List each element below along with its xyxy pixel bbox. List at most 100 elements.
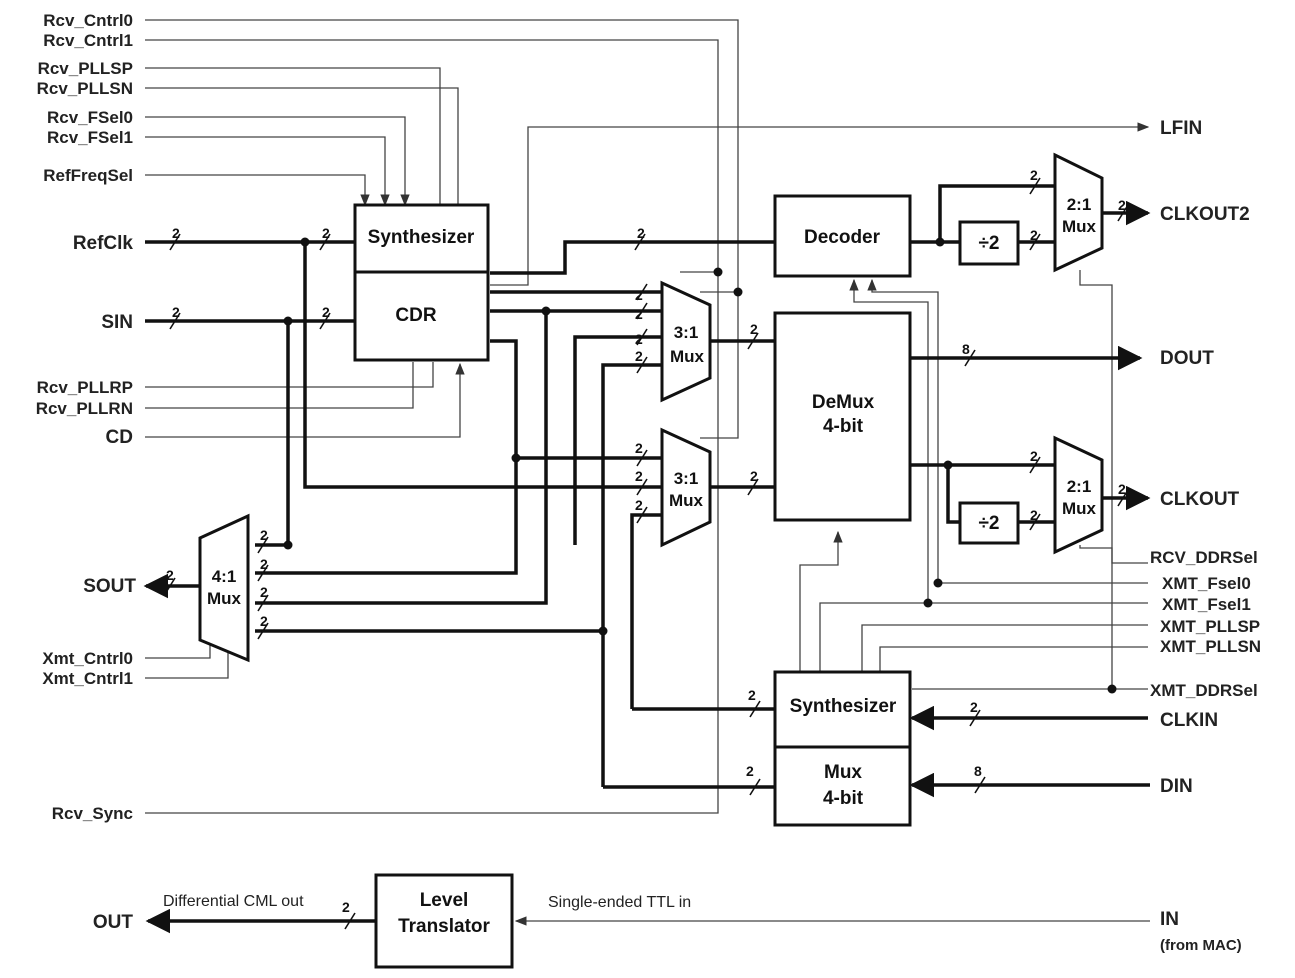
- level-translator-block: Level Translator: [374, 873, 514, 969]
- label-out: OUT: [93, 912, 134, 933]
- mux5-ratio: 4:1: [212, 567, 237, 586]
- mux4-word: Mux: [1062, 499, 1097, 518]
- tx-synth-label: Synthesizer: [790, 696, 897, 717]
- mux-3to1-bottom: 3:1 Mux: [660, 427, 712, 548]
- label-rcv-cntrl1: Rcv_Cntrl1: [43, 31, 133, 50]
- label-rcv-ddrsel: RCV_DDRSel: [1150, 548, 1258, 567]
- label-clkin: CLKIN: [1160, 710, 1218, 731]
- bw-synth-in: 2: [322, 225, 330, 241]
- rx-synthesizer-block: Synthesizer: [353, 203, 490, 274]
- bw-clkout: 2: [1118, 481, 1126, 497]
- bw-clkout2: 2: [1118, 197, 1126, 213]
- left-signal-labels: Rcv_Cntrl0 Rcv_Cntrl1 Rcv_PLLSP Rcv_PLLS…: [36, 11, 137, 933]
- bw-sout-mux-in3: 2: [260, 584, 268, 600]
- div2-top-block: ÷2: [958, 220, 1020, 266]
- bw-clkin: 2: [970, 699, 978, 715]
- bw-mux2-out: 2: [750, 468, 758, 484]
- label-in-note: (from MAC): [1160, 937, 1242, 954]
- label-xmt-ddrsel: XMT_DDRSel: [1150, 681, 1258, 700]
- bw-mux1-in4: 2: [635, 348, 643, 364]
- mux3-ratio: 2:1: [1067, 195, 1092, 214]
- bw-refclk: 2: [172, 225, 180, 241]
- note-cml-out: Differential CML out: [163, 893, 304, 910]
- mux4-label-1: Mux: [824, 762, 862, 783]
- rx-synth-label: Synthesizer: [368, 227, 475, 248]
- cdr-block: CDR: [353, 270, 490, 362]
- label-rcv-cntrl0: Rcv_Cntrl0: [43, 11, 133, 30]
- mux5-word: Mux: [207, 589, 242, 608]
- bw-din: 8: [974, 763, 982, 779]
- label-din: DIN: [1160, 776, 1193, 797]
- bw-out: 2: [342, 899, 350, 915]
- label-clkout: CLKOUT: [1160, 489, 1240, 510]
- demux-label-1: DeMux: [812, 392, 875, 413]
- level-label-2: Translator: [398, 916, 490, 937]
- label-sin: SIN: [101, 312, 133, 333]
- data-buses: [143, 184, 1151, 934]
- bw-mux1-in2: 2: [635, 306, 643, 322]
- mux3-word: Mux: [1062, 217, 1097, 236]
- decoder-label: Decoder: [804, 227, 881, 248]
- right-signal-labels: LFIN CLKOUT2 DOUT CLKOUT RCV_DDRSel XMT_…: [1150, 118, 1261, 954]
- label-clkout2: CLKOUT2: [1160, 204, 1250, 225]
- mux-4to1-sout: 4:1 Mux: [198, 513, 250, 663]
- label-xmt-cntrl1: Xmt_Cntrl1: [42, 669, 133, 688]
- label-refreqsel: RefFreqSel: [43, 166, 133, 185]
- mux4bit-block: Mux 4-bit: [773, 745, 912, 827]
- label-xmt-pllsn: XMT_PLLSN: [1160, 637, 1261, 656]
- mux4-label-2: 4-bit: [823, 788, 864, 809]
- decoder-block: Decoder: [773, 194, 912, 278]
- level-label-1: Level: [420, 890, 469, 911]
- bw-mux2-in3: 2: [635, 497, 643, 513]
- bw-sout-mux-in4: 2: [260, 613, 268, 629]
- mux-2to1-clkout2: 2:1 Mux: [1053, 152, 1104, 273]
- bw-mux2-in1: 2: [635, 440, 643, 456]
- label-lfin: LFIN: [1160, 118, 1202, 139]
- cdr-label: CDR: [395, 305, 436, 326]
- bw-decoder-in: 2: [637, 225, 645, 241]
- label-xmt-fsel1: XMT_Fsel1: [1162, 595, 1251, 614]
- mux-3to1-top: 3:1 Mux: [660, 280, 712, 403]
- mux1-ratio: 3:1: [674, 323, 699, 342]
- bw-sin: 2: [172, 304, 180, 320]
- div2-bottom-block: ÷2: [958, 501, 1020, 545]
- label-xmt-fsel0: XMT_Fsel0: [1162, 574, 1251, 593]
- label-dout: DOUT: [1160, 348, 1214, 369]
- bw-clkout2-in2: 2: [1030, 227, 1038, 243]
- mux1-word: Mux: [670, 347, 705, 366]
- label-rcv-pllsn: Rcv_PLLSN: [37, 79, 133, 98]
- bw-tx-mux: 2: [746, 763, 754, 779]
- label-cd: CD: [106, 427, 133, 448]
- control-wires: [145, 19, 1150, 926]
- mux2-ratio: 3:1: [674, 469, 699, 488]
- label-refclk: RefClk: [73, 233, 134, 254]
- bw-sout-mux-in2: 2: [260, 556, 268, 572]
- annotations: Differential CML out Single-ended TTL in: [163, 893, 691, 911]
- label-rcv-sync: Rcv_Sync: [52, 804, 133, 823]
- demux-label-2: 4-bit: [823, 416, 864, 437]
- demux-block: DeMux 4-bit: [773, 311, 912, 522]
- bw-dout: 8: [962, 341, 970, 357]
- tx-synthesizer-block: Synthesizer: [773, 670, 912, 749]
- bw-sout-mux-in1: 2: [260, 527, 268, 543]
- label-rcv-pllrn: Rcv_PLLRN: [36, 399, 133, 418]
- note-ttl-in: Single-ended TTL in: [548, 894, 691, 911]
- mux4-ratio: 2:1: [1067, 477, 1092, 496]
- bw-sout: 2: [166, 567, 174, 583]
- bw-mux2-in2: 2: [635, 468, 643, 484]
- bw-clkout-in1: 2: [1030, 448, 1038, 464]
- bw-mux1-out: 2: [750, 321, 758, 337]
- bw-mux1-in1: 2: [635, 287, 643, 303]
- div2-top-label: ÷2: [979, 233, 1000, 254]
- mux-2to1-clkout: 2:1 Mux: [1053, 435, 1104, 555]
- bus-width-ticks: [164, 177, 1129, 930]
- label-rcv-fsel0: Rcv_FSel0: [47, 108, 133, 127]
- label-sout: SOUT: [83, 576, 136, 597]
- label-xmt-pllsp: XMT_PLLSP: [1160, 617, 1260, 636]
- bw-tx-synth: 2: [748, 687, 756, 703]
- label-rcv-fsel1: Rcv_FSel1: [47, 128, 133, 147]
- junction-dots: [283, 237, 1117, 694]
- div2-bottom-label: ÷2: [979, 513, 1000, 534]
- bw-mux1-in3: 2: [635, 331, 643, 347]
